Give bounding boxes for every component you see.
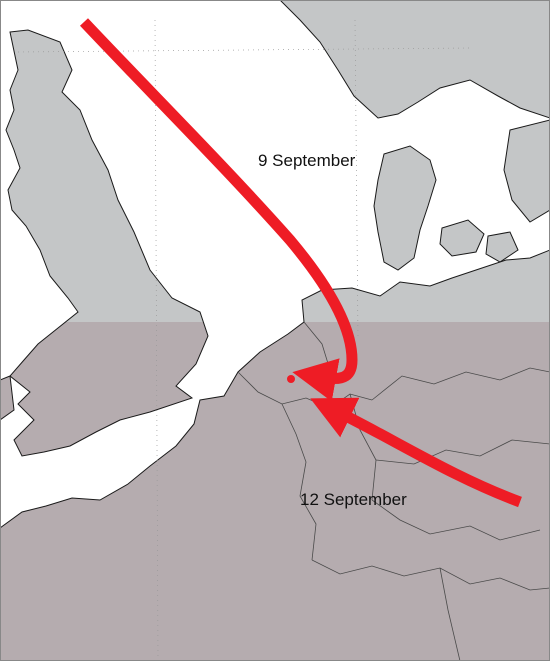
national-borders (237, 321, 550, 661)
route-9-september (79, 18, 358, 402)
destination-dot (287, 375, 295, 383)
route-12-september (310, 397, 522, 508)
graticule (17, 19, 471, 661)
label-12-september: 12 September (300, 490, 407, 509)
land-south (0, 322, 550, 661)
label-9-september: 9 September (258, 151, 356, 170)
